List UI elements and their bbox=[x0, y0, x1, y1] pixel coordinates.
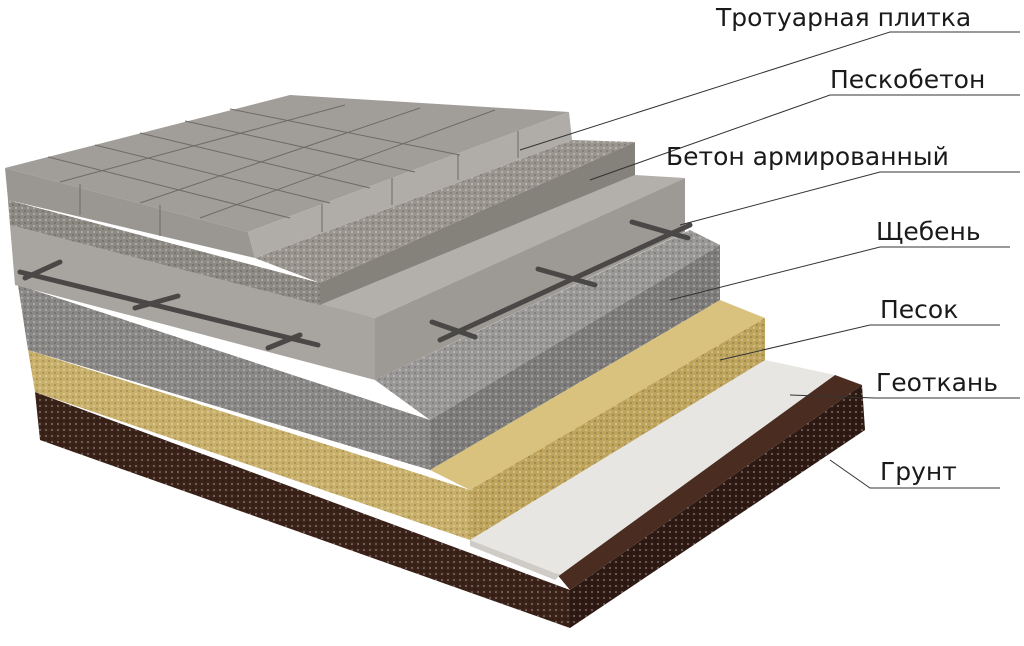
label-tile: Тротуарная плитка bbox=[716, 3, 972, 32]
label-geotextile: Геоткань bbox=[876, 368, 998, 397]
rebar bbox=[17, 219, 693, 351]
soil-layer bbox=[35, 375, 865, 628]
label-sand: Песок bbox=[880, 295, 959, 324]
sand-layer bbox=[28, 300, 765, 540]
label-reinforced-concrete: Бетон армированный bbox=[666, 142, 949, 171]
paving-tile-layer bbox=[5, 95, 572, 258]
leader-tile bbox=[519, 31, 1020, 151]
label-sand-concrete: Пескобетон bbox=[830, 65, 986, 94]
leader-sand bbox=[719, 324, 1000, 361]
geotextile-layer bbox=[470, 360, 835, 580]
leader-gravel bbox=[669, 246, 1010, 301]
leader-geotextile bbox=[789, 394, 1020, 399]
leader-reinforced-concrete bbox=[679, 171, 1020, 226]
gravel-layer bbox=[18, 230, 720, 470]
leader-sand-concrete bbox=[589, 94, 1020, 181]
label-gravel: Щебень bbox=[876, 217, 981, 246]
leader-soil bbox=[829, 459, 1000, 489]
label-soil: Грунт bbox=[880, 457, 957, 486]
sand-concrete-layer bbox=[8, 140, 635, 305]
leader-lines bbox=[519, 31, 1020, 489]
